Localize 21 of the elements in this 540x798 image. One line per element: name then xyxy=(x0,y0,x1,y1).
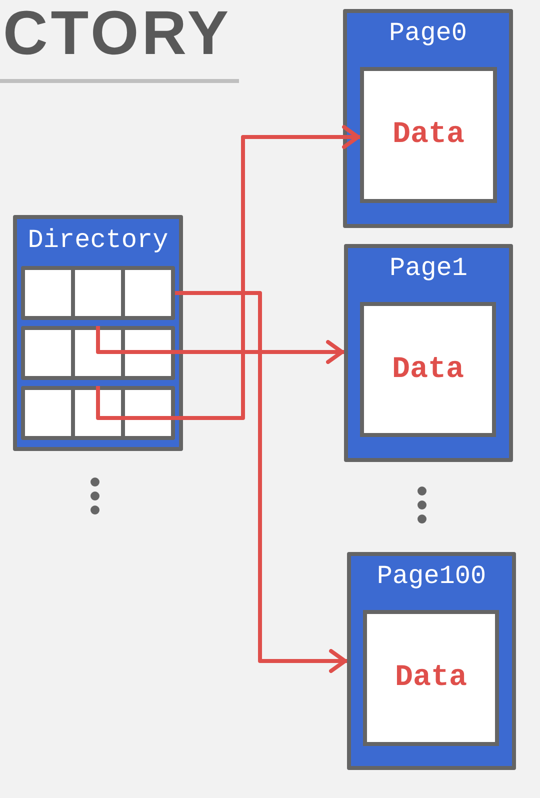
arrow xyxy=(96,326,344,364)
data-label: Data xyxy=(394,660,467,696)
page-box xyxy=(347,552,516,770)
directory-panel xyxy=(13,215,183,451)
data-label: Data xyxy=(392,352,464,388)
data-box xyxy=(363,610,499,746)
page-title: Page0 xyxy=(389,17,467,50)
slot-row xyxy=(21,326,175,380)
data-box xyxy=(360,302,496,437)
arrow xyxy=(96,125,360,420)
slide-title: CTORY xyxy=(3,3,232,65)
page-title: Page100 xyxy=(376,560,486,593)
page-box xyxy=(344,244,513,462)
slot-row xyxy=(21,386,175,440)
page-box xyxy=(343,9,513,228)
arrow xyxy=(175,291,347,673)
panel-title: Directory xyxy=(28,224,168,257)
data-label: Data xyxy=(392,117,464,153)
data-box xyxy=(360,67,497,203)
slot-row xyxy=(21,266,175,320)
page-title: Page1 xyxy=(390,252,468,285)
